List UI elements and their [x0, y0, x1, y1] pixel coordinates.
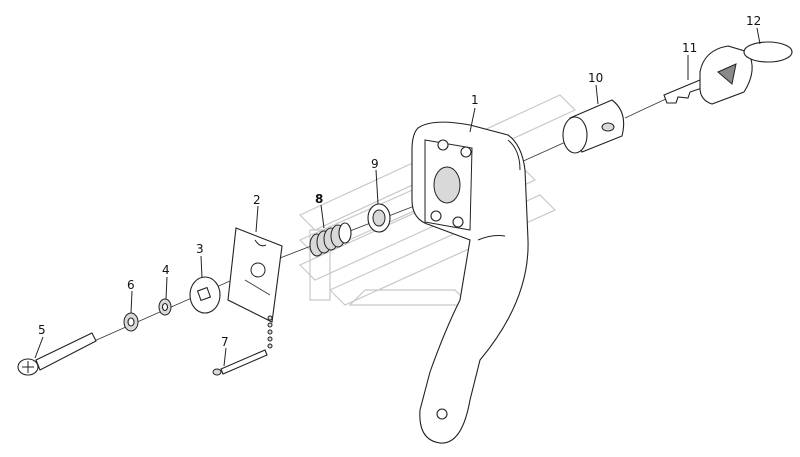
callout-2: 2 [253, 193, 261, 207]
part-9-gasket [367, 203, 391, 233]
callout-12: 12 [746, 14, 761, 28]
part-10-lock-cylinder [562, 99, 625, 154]
callout-4: 4 [162, 263, 170, 277]
part-4-washer [158, 298, 172, 316]
part-5-bolt [17, 332, 97, 376]
leader-lines [34, 27, 761, 367]
callout-6: 6 [127, 278, 135, 292]
part-6-nut [123, 312, 139, 332]
callout-1: 1 [471, 93, 479, 107]
part-8-spring [309, 222, 352, 257]
part-12-key-tag [743, 41, 793, 63]
callout-8: 8 [315, 192, 323, 206]
part-11-key [663, 45, 753, 105]
callout-7: 7 [221, 335, 229, 349]
callout-3: 3 [196, 242, 204, 256]
part-2-latch-plate [227, 227, 283, 349]
callout-9: 9 [371, 157, 379, 171]
part-1-handle [411, 121, 529, 444]
callout-11: 11 [682, 41, 697, 55]
part-7-pin [212, 349, 268, 376]
callout-labels: 1 2 3 4 5 6 7 8 9 10 11 12 [38, 14, 761, 349]
part-3-large-washer [189, 276, 221, 314]
callout-5: 5 [38, 323, 46, 337]
callout-10: 10 [588, 71, 603, 85]
